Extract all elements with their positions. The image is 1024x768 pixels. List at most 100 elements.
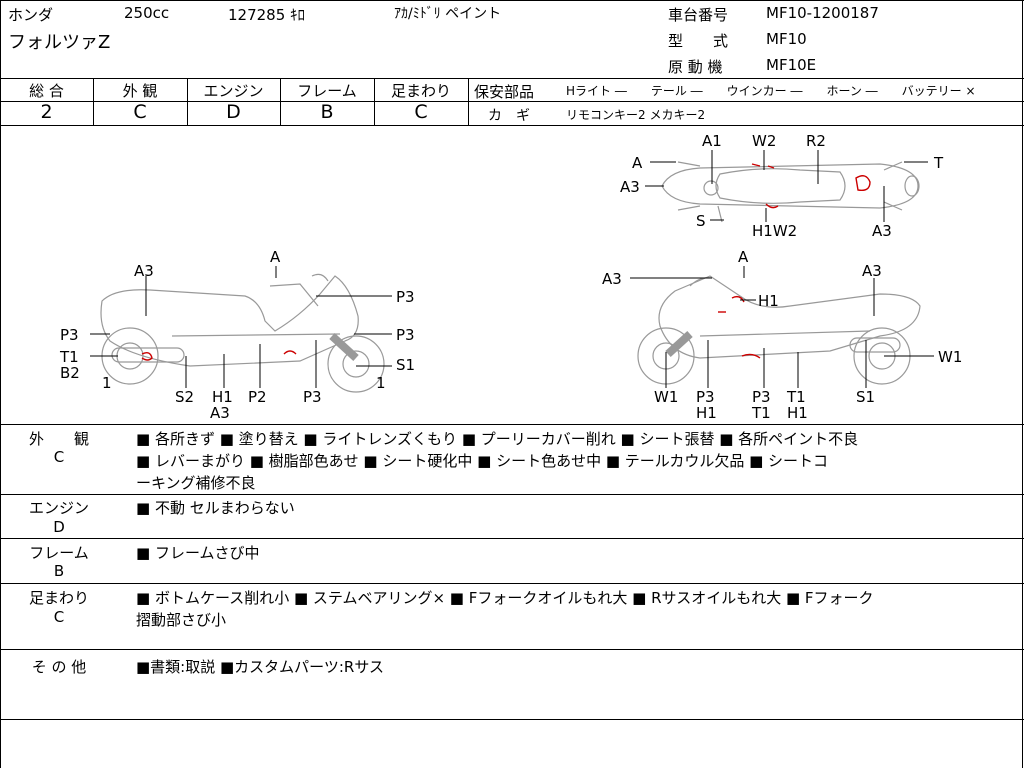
label-left-1-front: 1: [102, 374, 112, 392]
mileage: 127285 ｷﾛ: [228, 6, 306, 24]
label-left-a: A: [270, 248, 281, 266]
color: ｱｶ/ﾐﾄﾞﾘ ペイント: [394, 6, 502, 22]
label-left-p3-right: P3: [396, 326, 415, 344]
label-left-p2: P2: [248, 388, 267, 406]
label-right-w1-left: W1: [654, 388, 678, 406]
grade-frame-label: フレーム: [297, 82, 357, 100]
border-top: [0, 0, 1024, 1]
engine-notes-line1: ■ 不動 セルまわらない: [136, 499, 295, 517]
other-section-top: [0, 649, 1024, 650]
key-value: リモコンキー2 メカキー2: [566, 108, 706, 122]
label-top-a: A: [632, 154, 643, 172]
maker: ホンダ: [8, 6, 54, 24]
engine-model-label: 原 動 機: [668, 58, 723, 76]
other-notes-line1: ■書類:取説 ■カスタムパーツ:Rサス: [136, 658, 385, 676]
grade-table-mid: [0, 101, 468, 102]
grade-suspension-label: 足まわり: [390, 82, 451, 100]
label-left-s1: S1: [396, 356, 415, 374]
label-left-a3-bottom: A3: [210, 404, 230, 422]
exterior-section-label: 外 観: [28, 430, 89, 448]
suspension-section-grade: C: [53, 608, 65, 626]
label-top-a3-left: A3: [620, 178, 640, 196]
label-right-a3-right: A3: [862, 262, 882, 280]
label-left-p3-top: P3: [396, 288, 415, 306]
label-left-a3: A3: [134, 262, 154, 280]
top-view-scooter: [661, 161, 920, 223]
key-label: カ ギ: [488, 108, 530, 124]
grade-col-1: [93, 78, 94, 125]
label-right-s1: S1: [856, 388, 875, 406]
frame-notes-line1: ■ フレームさび中: [136, 544, 260, 562]
label-top-r2: R2: [806, 132, 826, 150]
label-left-s2: S2: [175, 388, 194, 406]
frame-no: MF10-1200187: [766, 4, 879, 22]
other-section-label: そ の 他: [31, 658, 87, 676]
left-side-scooter: [100, 273, 385, 393]
exterior-notes-line1: ■ 各所きず ■ 塗り替え ■ ライトレンズくもり ■ プーリーカバー削れ ■ …: [136, 430, 859, 448]
frame-no-label: 車台番号: [668, 6, 729, 24]
grade-table-top: [0, 78, 1024, 79]
grade-engine: D: [226, 101, 241, 123]
diagram-labels: A A3 A1 W2 R2 T S H1W2 A3 A A3 P3 P3 P3 …: [59, 132, 962, 422]
suspension-notes-line1: ■ ボトムケース削れ小 ■ ステムベアリング× ■ Fフォークオイルもれ大 ■ …: [136, 589, 874, 607]
engine-section-grade: D: [53, 518, 65, 536]
label-top-a3-right: A3: [872, 222, 892, 240]
label-right-a3-left: A3: [602, 270, 622, 288]
model-name: フォルツァZ: [8, 32, 111, 53]
label-top-h1w2: H1W2: [752, 222, 797, 240]
safety-items: Hライト ― テール ― ウインカー ― ホーン ― バッテリー ×: [566, 84, 976, 98]
label-right-h1: H1: [758, 292, 779, 310]
notes-top: [0, 424, 1024, 425]
grade-col-5: [468, 78, 469, 125]
suspension-section-label: 足まわり: [28, 589, 89, 607]
exterior-notes-line3: ーキング補修不良: [136, 474, 256, 492]
grade-table-bottom: [0, 125, 1024, 126]
damage-marks: [141, 163, 871, 361]
suspension-notes-line2: 摺動部さび小: [136, 611, 227, 629]
right-side-scooter: [637, 275, 921, 385]
label-left-h1: H1: [212, 388, 233, 406]
frame-section-label: フレーム: [29, 544, 89, 562]
label-left-p3-bottom: P3: [303, 388, 322, 406]
label-right-t1-2: T1: [786, 388, 806, 406]
border-right: [1022, 0, 1023, 768]
label-right-w1-right: W1: [938, 348, 962, 366]
grade-total-label: 総 合: [29, 82, 64, 100]
engine-section-label: エンジン: [28, 499, 89, 517]
grade-engine-label: エンジン: [203, 82, 264, 100]
frame-section-top: [0, 538, 1024, 539]
label-top-s: S: [696, 212, 706, 230]
engine-model: MF10E: [766, 56, 817, 74]
grade-suspension: C: [414, 101, 428, 123]
engine-section-top: [0, 494, 1024, 495]
frame-section-grade: B: [53, 562, 65, 580]
suspension-section-top: [0, 583, 1024, 584]
grade-exterior: C: [133, 101, 147, 123]
label-top-w2: W2: [752, 132, 776, 150]
exterior-section-grade: C: [53, 448, 65, 466]
label-right-h1-1: H1: [696, 404, 717, 422]
label-top-a1: A1: [702, 132, 722, 150]
label-right-a: A: [738, 248, 749, 266]
label-left-1-rear: 1: [376, 374, 386, 392]
notes-bottom: [0, 719, 1024, 720]
label-left-t1: T1: [59, 348, 79, 366]
border-left: [0, 0, 1, 768]
label-left-b2: B2: [60, 364, 80, 382]
label-left-p3-left: P3: [60, 326, 79, 344]
label-right-p3-1: P3: [696, 388, 715, 406]
label-right-t1-1: T1: [751, 404, 771, 422]
safety-label: 保安部品: [474, 83, 535, 101]
exterior-notes-line2: ■ レバーまがり ■ 樹脂部色あせ ■ シート硬化中 ■ シート色あせ中 ■ テ…: [136, 452, 829, 470]
label-right-p3-2: P3: [752, 388, 771, 406]
damage-diagram: A A3 A1 W2 R2 T S H1W2 A3 A A3 P3 P3 P3 …: [59, 132, 962, 422]
type-label: 型 式: [668, 32, 729, 50]
engine-cc: 250cc: [124, 4, 170, 22]
label-top-t: T: [933, 154, 944, 172]
grade-exterior-label: 外 観: [122, 82, 158, 100]
type-value: MF10: [766, 30, 807, 48]
label-right-h1-2: H1: [787, 404, 808, 422]
grade-total: 2: [40, 101, 53, 123]
safety-table-mid: [468, 101, 1024, 102]
grade-col-4: [374, 78, 375, 125]
